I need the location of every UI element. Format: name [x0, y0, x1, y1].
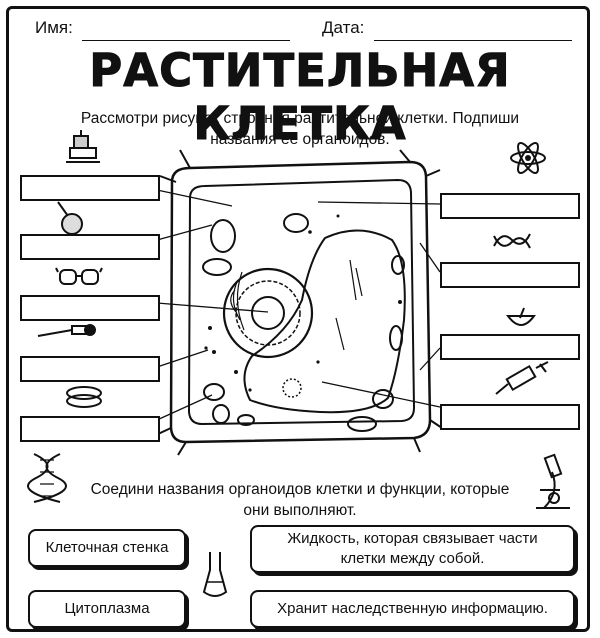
label-box-right-4[interactable]	[440, 404, 580, 430]
match-right-2[interactable]: Хранит наследственную информацию.	[250, 590, 575, 628]
instruction-1-line-2: названия её органоидов.	[210, 131, 390, 148]
match-right-1[interactable]: Жидкость, которая связывает части клетки…	[250, 525, 575, 573]
label-box-left-1[interactable]	[20, 175, 160, 201]
label-box-right-1[interactable]	[440, 193, 580, 219]
match-left-1[interactable]: Клеточная стенка	[28, 529, 186, 567]
label-box-left-4[interactable]	[20, 356, 160, 382]
dropper-icon	[37, 324, 96, 337]
mortar-icon	[506, 307, 536, 326]
date-field[interactable]	[374, 40, 572, 41]
microscope-icon	[66, 130, 100, 163]
instruction-1-line-1: Рассмотри рисунок строения растительной …	[80, 110, 520, 127]
label-box-left-2[interactable]	[20, 234, 160, 260]
date-label: Дата:	[322, 18, 365, 37]
dna-icon	[27, 453, 67, 503]
label-box-left-3[interactable]	[20, 295, 160, 321]
petri-dish-icon	[66, 386, 102, 408]
instruction-2-line-2: они выполняют.	[243, 502, 357, 519]
goggles-icon	[55, 267, 103, 285]
match-left-2[interactable]: Цитоплазма	[28, 590, 186, 628]
label-box-right-2[interactable]	[440, 262, 580, 288]
dna-icon	[493, 233, 531, 249]
name-field[interactable]	[82, 40, 290, 41]
name-label: Имя:	[35, 18, 73, 37]
instruction-2-line-1: Соедини названия органоидов клетки и фун…	[90, 481, 510, 498]
test-tube-icon	[202, 552, 228, 597]
label-box-left-5[interactable]	[20, 416, 160, 442]
flask-icon	[57, 201, 83, 235]
page-title: РАСТИТЕЛЬНАЯ КЛЕТКА	[89, 44, 511, 151]
page-border	[6, 6, 590, 632]
atom-icon	[510, 141, 546, 175]
syringe-icon	[495, 361, 549, 395]
label-box-right-3[interactable]	[440, 334, 580, 360]
microscope-icon	[536, 453, 570, 509]
